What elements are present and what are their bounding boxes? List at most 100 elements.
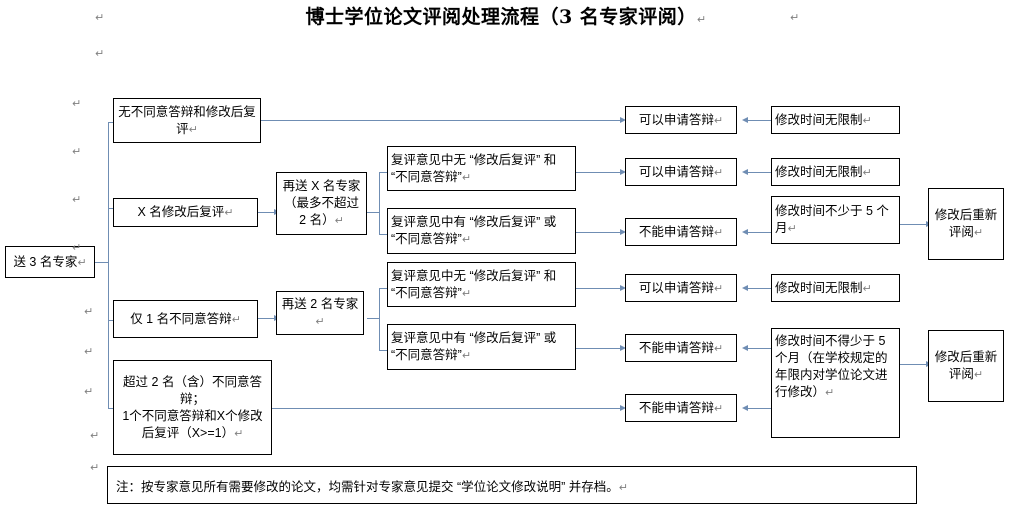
arrowhead-time-a	[742, 116, 748, 123]
paragraph-mark-icon: ↵	[72, 241, 82, 254]
connector-resend-x-to-opinion-none	[379, 172, 387, 173]
arrowhead-branch-d-to-result-d	[620, 404, 626, 411]
node-resend-2-experts-label: 再送 2 名专家↵	[281, 297, 359, 328]
arrowhead-time-d-upper	[742, 344, 748, 351]
node-time-b-some[interactable]: 修改时间不少于 5 个月↵	[771, 196, 900, 244]
connector-time-d-to-result-c-some	[748, 348, 772, 349]
paragraph-mark-icon: ↵	[95, 11, 105, 24]
footer-note-text: 注：按专家意见所有需要修改的论文，均需针对专家意见提交 “学位论文修改说明” 并…	[116, 479, 628, 494]
connector-spine-main	[108, 122, 109, 408]
node-result-b-some[interactable]: 不能申请答辩↵	[625, 218, 737, 246]
connector-time-b-some-to-result	[748, 232, 772, 233]
paragraph-mark-icon: ↵	[461, 170, 472, 184]
connector-branch-c-to-resend-2	[257, 318, 276, 319]
node-resend-2-experts[interactable]: 再送 2 名专家↵	[276, 291, 364, 335]
connector-time-c-none-to-result	[748, 288, 772, 289]
paragraph-mark-icon: ↵	[90, 461, 100, 474]
paragraph-mark-icon: ↵	[713, 401, 724, 415]
arrowhead-time-b-none	[742, 168, 748, 175]
paragraph-mark-icon: ↵	[862, 281, 872, 295]
connector-spine-to-branch-a	[108, 122, 114, 123]
node-branch-two-or-more-objection[interactable]: 超过 2 名（含）不同意答辩； 1个不同意答辩和X个修改后复评（X>=1）↵	[113, 360, 272, 455]
connector-resend-x-split	[379, 172, 380, 234]
connector-spine-to-branch-d	[108, 408, 114, 409]
node-opinion-c-some[interactable]: 复评意见中有 “修改后复评” 或 “不同意答辩”↵	[387, 324, 576, 370]
node-start[interactable]: 送 3 名专家↵	[5, 246, 95, 278]
footer-note: 注：按专家意见所有需要修改的论文，均需针对专家意见提交 “学位论文修改说明” 并…	[107, 466, 917, 504]
paragraph-mark-icon: ↵	[84, 305, 94, 318]
connector-time-a-to-result-a	[748, 120, 772, 121]
arrowhead-time-c-none	[742, 284, 748, 291]
node-opinion-b-none[interactable]: 复评意见中无 “修改后复评” 和 “不同意答辩”↵	[387, 146, 576, 191]
node-branch-no-objection[interactable]: 无不同意答辩和修改后复评↵	[113, 98, 261, 143]
node-opinion-c-none[interactable]: 复评意见中无 “修改后复评” 和 “不同意答辩”↵	[387, 262, 576, 307]
node-opinion-b-some[interactable]: 复评意见中有 “修改后复评” 或 “不同意答辩”↵	[387, 208, 576, 254]
paragraph-mark-icon: ↵	[713, 341, 724, 355]
connector-start-to-spine	[95, 262, 109, 263]
node-branch-one-objection-label: 仅 1 名不同意答辩↵	[130, 311, 241, 326]
connector-branch-b-to-resend-x	[257, 212, 276, 213]
paragraph-mark-icon: ↵	[618, 480, 628, 494]
connector-time-d-to-result-d	[748, 408, 772, 409]
connector-time-d-to-review-2	[900, 364, 928, 365]
node-review-2[interactable]: 修改后重新评阅↵	[928, 330, 1004, 402]
node-opinion-c-some-label: 复评意见中有 “修改后复评” 或 “不同意答辩”↵	[391, 331, 557, 362]
paragraph-mark-icon: ↵	[973, 226, 984, 239]
paragraph-mark-icon: ↵	[461, 233, 472, 246]
node-resend-x-experts[interactable]: 再送 X 名专家（最多不超过 2 名）↵	[276, 172, 367, 235]
paragraph-mark-icon: ↵	[315, 315, 325, 328]
arrowhead-opinion-c-none	[620, 284, 626, 291]
node-time-c-none-label: 修改时间无限制↵	[775, 280, 872, 295]
paragraph-mark-icon: ↵	[862, 113, 872, 127]
connector-opinion-b-some-to-result	[576, 232, 622, 233]
node-review-2-label: 修改后重新评阅↵	[934, 350, 998, 381]
page-title-text: 博士学位论文评阅处理流程（3 名专家评阅）	[305, 6, 697, 28]
paragraph-mark-icon: ↵	[825, 386, 835, 399]
node-result-d[interactable]: 不能申请答辩↵	[625, 394, 737, 422]
node-result-c-some[interactable]: 不能申请答辩↵	[625, 334, 737, 362]
connector-resend-x-to-opinion-some	[379, 234, 387, 235]
node-branch-x-revise[interactable]: X 名修改后复评↵	[113, 198, 258, 227]
paragraph-mark-icon: ↵	[84, 385, 94, 398]
node-result-b-some-label: 不能申请答辩↵	[638, 224, 724, 239]
node-time-a[interactable]: 修改时间无限制↵	[771, 106, 900, 134]
paragraph-mark-icon: ↵	[72, 97, 82, 110]
node-time-c-none[interactable]: 修改时间无限制↵	[771, 274, 900, 302]
node-review-1[interactable]: 修改后重新评阅↵	[928, 188, 1004, 260]
node-result-b-none[interactable]: 可以申请答辩↵	[625, 158, 737, 186]
node-result-d-label: 不能申请答辩↵	[638, 400, 724, 415]
node-result-c-some-label: 不能申请答辩↵	[638, 340, 724, 355]
connector-opinion-b-none-to-result	[576, 172, 622, 173]
node-result-c-none[interactable]: 可以申请答辩↵	[625, 274, 737, 302]
connector-branch-a-to-result-a	[260, 120, 622, 121]
node-branch-no-objection-label: 无不同意答辩和修改后复评↵	[118, 104, 256, 136]
paragraph-mark-icon: ↵	[713, 113, 724, 127]
arrowhead-opinion-b-some	[620, 228, 626, 235]
node-time-d[interactable]: 修改时间不得少于 5 个月（在学校规定的年限内对学位论文进行修改）↵	[771, 328, 900, 438]
node-time-d-label: 修改时间不得少于 5 个月（在学校规定的年限内对学位论文进行修改）↵	[775, 334, 888, 399]
node-review-1-label: 修改后重新评阅↵	[934, 208, 998, 239]
connector-opinion-c-none-to-result	[576, 288, 622, 289]
connector-resend-2-to-opinion-some	[379, 350, 387, 351]
paragraph-mark-icon: ↵	[334, 214, 344, 227]
paragraph-mark-icon: ↵	[461, 286, 472, 300]
paragraph-mark-icon: ↵	[90, 429, 100, 442]
node-branch-one-objection[interactable]: 仅 1 名不同意答辩↵	[113, 300, 258, 338]
connector-spine-to-branch-c	[108, 320, 114, 321]
connector-resend-2-split	[379, 288, 380, 350]
connector-time-b-some-to-review-1	[900, 224, 928, 225]
arrowhead-opinion-c-some	[620, 344, 626, 351]
pilcrow-mark: ↵	[696, 13, 707, 26]
paragraph-mark-icon: ↵	[713, 225, 724, 239]
connector-resend-2-stub	[367, 318, 379, 319]
paragraph-mark-icon: ↵	[713, 165, 724, 179]
node-branch-two-or-more-objection-label: 超过 2 名（含）不同意答辩； 1个不同意答辩和X个修改后复评（X>=1）↵	[122, 374, 263, 440]
paragraph-mark-icon: ↵	[234, 426, 244, 440]
node-result-a[interactable]: 可以申请答辩↵	[625, 106, 737, 134]
paragraph-mark-icon: ↵	[224, 206, 234, 219]
node-result-c-none-label: 可以申请答辩↵	[638, 280, 724, 295]
node-start-label: 送 3 名专家↵	[13, 254, 87, 269]
node-time-b-none[interactable]: 修改时间无限制↵	[771, 158, 900, 186]
node-opinion-c-none-label: 复评意见中无 “修改后复评” 和 “不同意答辩”↵	[391, 268, 557, 300]
